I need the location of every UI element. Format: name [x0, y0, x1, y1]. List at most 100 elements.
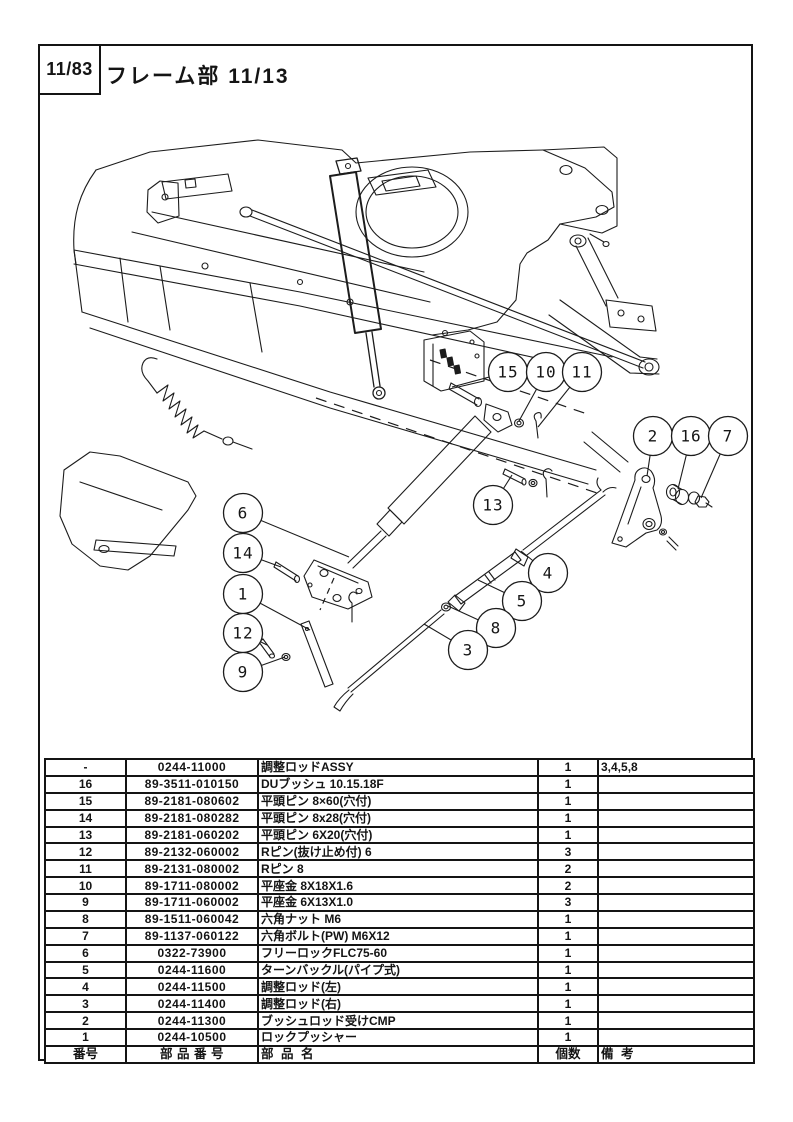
- cell-remarks: [597, 893, 755, 912]
- cell-remarks: [597, 1028, 755, 1047]
- cell-no: 4: [44, 977, 127, 997]
- cell-no: 6: [44, 943, 127, 963]
- frame-illustration: [59, 139, 660, 571]
- callout-number-10: 10: [535, 363, 556, 382]
- cell-remarks: 3,4,5,8: [597, 758, 755, 777]
- cell-qty: 1: [537, 825, 599, 845]
- cell-name: 平座金 6X13X1.0: [257, 893, 539, 912]
- page-ref: 11/83: [46, 59, 93, 79]
- cell-remarks: [597, 1011, 755, 1030]
- callout-number-7: 7: [723, 427, 734, 446]
- cell-remarks: [597, 977, 755, 997]
- cell-no: -: [44, 758, 127, 777]
- column-header: 部 品 名: [257, 1044, 539, 1065]
- cell-part_no: 89-1511-060042: [125, 909, 259, 929]
- callout-number-8: 8: [491, 619, 502, 638]
- cell-name: 調整ロッド(右): [257, 994, 539, 1014]
- cell-name: 平頭ピン 8×60(穴付): [257, 791, 539, 811]
- column-header: 個数: [537, 1044, 599, 1065]
- cell-no: 8: [44, 909, 127, 929]
- cell-remarks: [597, 943, 755, 963]
- cell-part_no: 89-1711-080002: [125, 876, 259, 895]
- callout-number-5: 5: [517, 592, 528, 611]
- cell-name: ブッシュロッド受けCMP: [257, 1011, 539, 1030]
- cell-remarks: [597, 876, 755, 895]
- page-ref-box: 11/83: [38, 44, 101, 95]
- callout-number-3: 3: [463, 641, 474, 660]
- cell-qty: 1: [537, 1011, 599, 1030]
- cell-no: 14: [44, 808, 127, 828]
- cell-qty: 2: [537, 876, 599, 895]
- column-header: 番号: [44, 1044, 127, 1065]
- callout-balloon-13: [472, 484, 514, 526]
- cell-part_no: 89-1711-060002: [125, 893, 259, 912]
- cell-part_no: 0244-11000: [125, 758, 259, 777]
- cell-name: 六角ボルト(PW) M6X12: [257, 926, 539, 946]
- cell-part_no: 89-2181-080282: [125, 808, 259, 828]
- cell-no: 12: [44, 842, 127, 862]
- installed-damper: [329, 157, 386, 400]
- cell-part_no: 89-2181-080602: [125, 791, 259, 811]
- cell-remarks: [597, 909, 755, 929]
- cell-remarks: [597, 842, 755, 862]
- cell-qty: 1: [537, 926, 599, 946]
- cell-qty: 1: [537, 774, 599, 794]
- callout-balloon-8: [475, 607, 517, 649]
- cell-part_no: 0244-11400: [125, 994, 259, 1014]
- callout-number-6: 6: [238, 504, 249, 523]
- cell-name: 平頭ピン 6X20(穴付): [257, 825, 539, 845]
- cell-qty: 1: [537, 977, 599, 997]
- cell-part_no: 0322-73900: [125, 943, 259, 963]
- cell-remarks: [597, 994, 755, 1014]
- cell-qty: 3: [537, 842, 599, 862]
- cell-part_no: 0244-11300: [125, 1011, 259, 1030]
- cell-qty: 1: [537, 994, 599, 1014]
- cell-name: 平座金 8X18X1.6: [257, 876, 539, 895]
- callout-balloon-11: [561, 351, 603, 393]
- callout-balloon-6: [222, 492, 264, 534]
- cell-name: Rピン(抜け止め付) 6: [257, 842, 539, 862]
- table-header-row: 番号部 品 番 号部 品 名個数備 考: [44, 1044, 755, 1065]
- cell-name: ロックプッシャー: [257, 1028, 539, 1047]
- cell-no: 7: [44, 926, 127, 946]
- callout-number-12: 12: [232, 624, 253, 643]
- callout-number-16: 16: [680, 427, 701, 446]
- cell-part_no: 0244-10500: [125, 1028, 259, 1047]
- cell-qty: 3: [537, 893, 599, 912]
- cell-part_no: 89-3511-010150: [125, 774, 259, 794]
- callout-balloon-7: [707, 415, 749, 457]
- callout-number-11: 11: [571, 363, 592, 382]
- callout-number-15: 15: [497, 363, 518, 382]
- cell-no: 13: [44, 825, 127, 845]
- callout-number-9: 9: [238, 663, 249, 682]
- cell-no: 9: [44, 893, 127, 912]
- cell-no: 16: [44, 774, 127, 794]
- cell-part_no: 0244-11600: [125, 960, 259, 980]
- cell-part_no: 0244-11500: [125, 977, 259, 997]
- cell-name: フリーロックFLC75-60: [257, 943, 539, 963]
- exploded-parts: [258, 382, 713, 712]
- callout-balloon-3: [447, 629, 489, 671]
- cell-remarks: [597, 825, 755, 845]
- cell-name: ターンバックル(パイプ式): [257, 960, 539, 980]
- cell-remarks: [597, 774, 755, 794]
- cell-name: 調整ロッドASSY: [257, 758, 539, 777]
- cell-qty: 1: [537, 758, 599, 777]
- column-header: 部 品 番 号: [125, 1044, 259, 1065]
- cell-qty: 1: [537, 909, 599, 929]
